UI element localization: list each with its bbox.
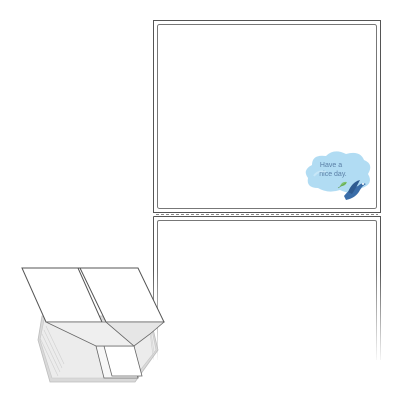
bird-icon	[344, 180, 366, 200]
sticker-text-line1: Have a	[320, 162, 342, 169]
nice-day-sticker: Have a nice day.	[305, 151, 371, 200]
sticker-text-line2: nice day.	[319, 171, 347, 178]
cloud-icon	[305, 151, 371, 193]
label-bottom	[150, 216, 385, 365]
fanfold-labels-icon	[21, 267, 166, 383]
leaf-icon	[337, 181, 347, 189]
